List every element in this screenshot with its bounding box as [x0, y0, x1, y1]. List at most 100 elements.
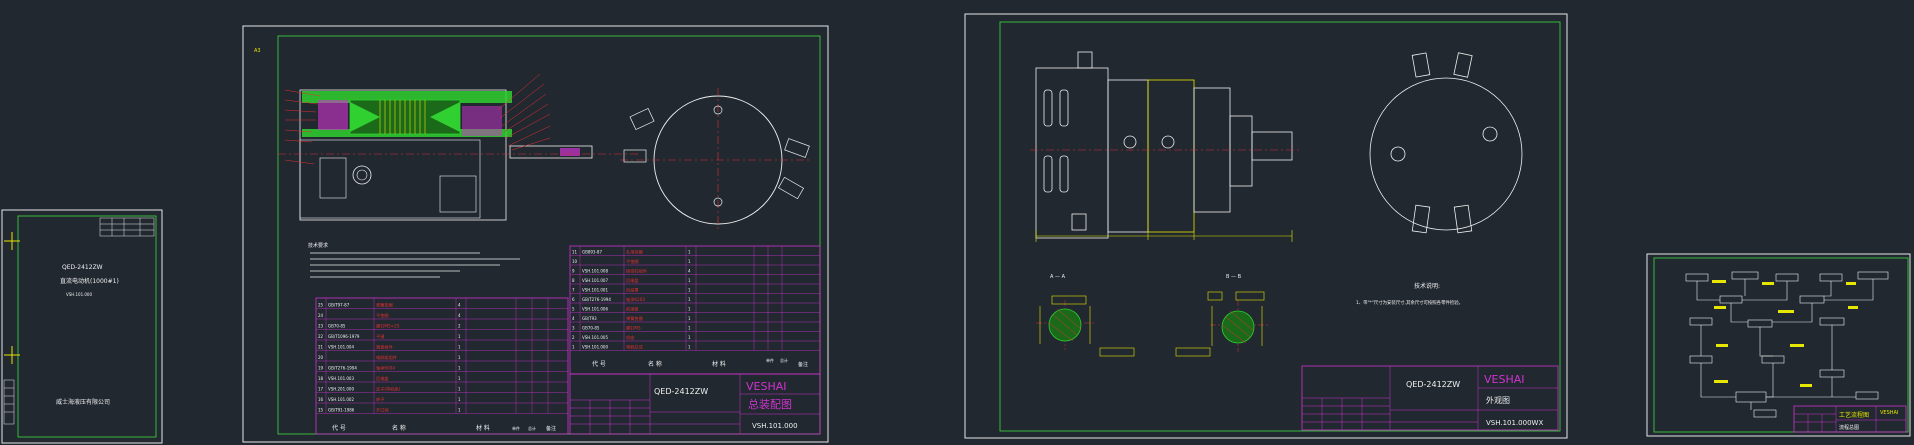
bom-lower-header-code: 代 号 — [332, 424, 346, 432]
bom-lower-cell-name: 后端盖 — [376, 375, 389, 382]
bom-upper-cell-no: 11 — [572, 250, 578, 255]
outline-title-block[interactable]: QED-2412ZW VESHAI 外观图 VSH.101.000WX — [1301, 365, 1559, 431]
bom-lower-cell-name: 平键 — [376, 333, 385, 340]
bom-lower-cell-name: 弹簧垫圈 — [376, 302, 393, 309]
outline-end-circle — [1369, 77, 1523, 231]
bom-upper-cell-name: 轴承6203 — [626, 296, 645, 303]
cover-title: 直流电动机(1000#1) — [60, 277, 119, 285]
outline-bearing-cap — [1229, 115, 1253, 187]
bom-lower-cell-qty: 4 — [458, 303, 461, 308]
bom-upper-cell-qty: 1 — [688, 259, 691, 264]
bom-upper-header-material: 材 料 — [712, 360, 726, 368]
section-b-view[interactable]: B — B — [1175, 274, 1270, 357]
part-leaders-left — [284, 89, 321, 165]
front-bearing-section — [462, 106, 502, 136]
shaft-key — [560, 148, 580, 156]
bom-upper-cell-name: 螺钉M5 — [626, 325, 641, 332]
assembly-sheet[interactable]: A3 — [242, 25, 829, 443]
flow-title-frame — [1793, 405, 1907, 433]
assembly-drawing-code: VSH.101.000 — [752, 422, 798, 430]
bom-upper-header-remark: 备注 — [798, 361, 808, 368]
bom-upper-cell-code: GB70-85 — [582, 326, 600, 331]
bom-upper-cell-qty: 1 — [688, 307, 691, 312]
terminal-boss — [352, 165, 372, 185]
bom-upper-cell-qty: 1 — [688, 316, 691, 321]
motor-section-view[interactable] — [278, 73, 640, 221]
bom-lower-cell-name: 开口销 — [376, 407, 389, 414]
bom-lower-header-remark: 备注 — [546, 425, 556, 432]
bom-upper-header: 代 号 名 称 材 料 单件 总计 备注 — [592, 357, 808, 368]
section-b-label: B — B — [1226, 274, 1242, 280]
assembly-tech-notes-title: 技术要求 — [308, 242, 328, 249]
motor-end-view[interactable] — [620, 88, 812, 232]
flow-sheet[interactable]: 工艺流程图 VESHAI 流程总图 — [1646, 253, 1911, 437]
bom-lower-cell-name: 螺钉M5×25 — [376, 323, 400, 330]
bom-upper-cell-no: 3 — [572, 326, 575, 331]
bom-lower-cell-code: GB/T97-87 — [328, 303, 350, 308]
rotor-end-turns — [350, 102, 460, 132]
cover-sheet-inner-frame — [17, 215, 157, 438]
outline-side-view[interactable] — [1030, 51, 1300, 242]
flow-inner-frame — [1653, 257, 1909, 433]
bom-upper-header-unit: 单件 — [766, 357, 774, 363]
assembly-brand: VESHAI — [746, 380, 787, 393]
cover-sheet[interactable]: QED-2412ZW 直流电动机(1000#1) VSH.101.000 威士海… — [1, 209, 163, 444]
bom-upper-cell-code: VSH.101.001 — [582, 288, 608, 293]
flow-sub-title: 流程总图 — [1839, 424, 1859, 431]
bom-lower-cell-code: GB/T276-1994 — [328, 366, 357, 371]
bom-upper-cell-no: 4 — [572, 316, 575, 321]
bom-lower-frame — [315, 297, 569, 435]
terminal-boss-inner — [356, 169, 368, 181]
bom-lower-cell-qty: 1 — [458, 355, 461, 360]
bom-lower-cell-no: 17 — [318, 387, 324, 392]
bom-lower-cell-qty: 1 — [458, 376, 461, 381]
outline-sheet-frame — [964, 13, 1568, 439]
outline-end-cap — [1035, 67, 1109, 239]
assembly-title-block[interactable]: QED-2412ZW VESHAI 总装配图 VSH.101.000 — [569, 373, 821, 435]
outline-end-terminals — [1411, 52, 1473, 234]
mount-hole-top — [713, 105, 723, 115]
bom-upper-header-name: 名 称 — [648, 360, 662, 368]
bom-upper-cell-qty: 1 — [688, 326, 691, 331]
outline-bolt-1 — [1123, 135, 1137, 149]
outline-end-view[interactable] — [1369, 52, 1523, 234]
section-a-hatch — [1048, 308, 1082, 342]
bom-upper-cell-code: GB/T276-1994 — [582, 297, 611, 302]
cover-code: VSH.101.000 — [66, 292, 92, 297]
bom-upper-row: 3 GB70-85 螺钉M5 1 — [570, 325, 820, 332]
outline-dimensions — [1035, 230, 1293, 242]
bom-upper-cell-qty: 1 — [688, 250, 691, 255]
flow-title-block[interactable]: 工艺流程图 VESHAI 流程总图 — [1793, 405, 1907, 433]
bom-lower-cell-qty: 2 — [458, 324, 461, 329]
tech-notes-lines — [310, 252, 520, 278]
brush-holder-section — [318, 100, 348, 130]
cover-model: QED-2412ZW — [62, 264, 103, 271]
section-a-view[interactable]: A — A — [1036, 274, 1135, 357]
bom-lower-cell-no: 18 — [318, 376, 324, 381]
bom-lower-cell-qty: 4 — [458, 313, 461, 318]
section-b-dims — [1175, 291, 1265, 357]
flow-brand: VESHAI — [1880, 410, 1898, 416]
outline-tech-notes-title: 技术说明: — [1414, 282, 1440, 290]
outline-terminal-2 — [1077, 51, 1093, 69]
bom-lower-cell-qty: 1 — [458, 408, 461, 413]
mount-hole-bottom — [713, 197, 723, 207]
cover-company: 威士海液压有限公司 — [56, 398, 110, 406]
bom-upper-cell-no: 9 — [572, 269, 575, 274]
outline-sheet[interactable]: A — A B — B 技术说明: 1、带"*"尺寸为安装尺寸,其余尺寸可按照各 — [964, 13, 1568, 439]
flow-diagram[interactable] — [1685, 271, 1889, 418]
outline-housing — [1147, 79, 1195, 233]
